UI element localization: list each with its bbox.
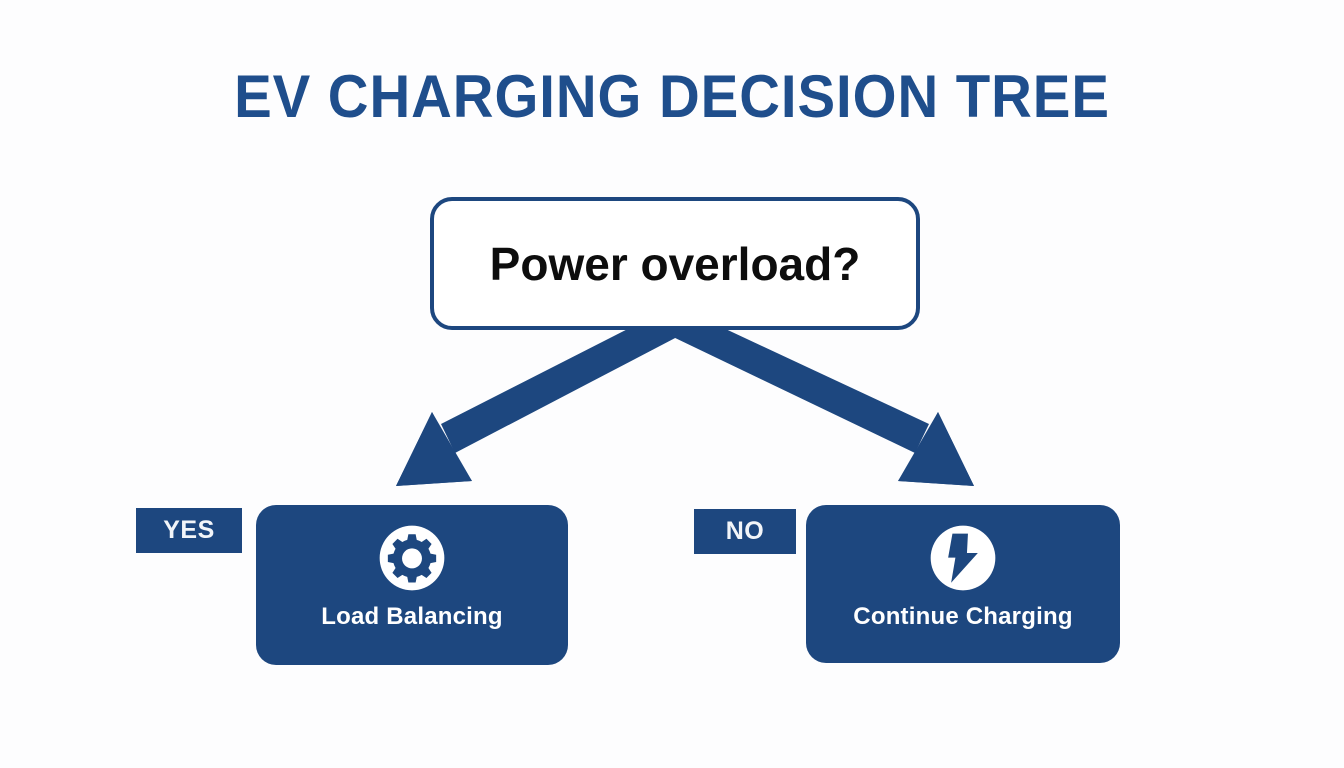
outcome-node-load-balancing[interactable]: Load Balancing	[256, 505, 568, 665]
lightning-bolt-icon	[930, 525, 996, 591]
decision-node-power-overload[interactable]: Power overload?	[430, 197, 920, 330]
connector-arrow-no	[671, 310, 974, 486]
edge-label-no-text: NO	[725, 517, 765, 545]
outcome-node-continue-charging-label: Continue Charging	[853, 603, 1073, 630]
edge-label-yes: YES	[136, 508, 242, 553]
decision-node-label: Power overload?	[489, 237, 861, 290]
page-title: EV CHARGING DECISION TREE	[234, 63, 1110, 130]
outcome-node-load-balancing-label: Load Balancing	[321, 603, 503, 630]
connector-arrow-yes	[396, 310, 679, 486]
edge-label-yes-text: YES	[163, 516, 215, 544]
edge-label-no: NO	[694, 509, 796, 554]
outcome-node-continue-charging[interactable]: Continue Charging	[806, 505, 1120, 663]
gear-icon	[379, 525, 445, 591]
